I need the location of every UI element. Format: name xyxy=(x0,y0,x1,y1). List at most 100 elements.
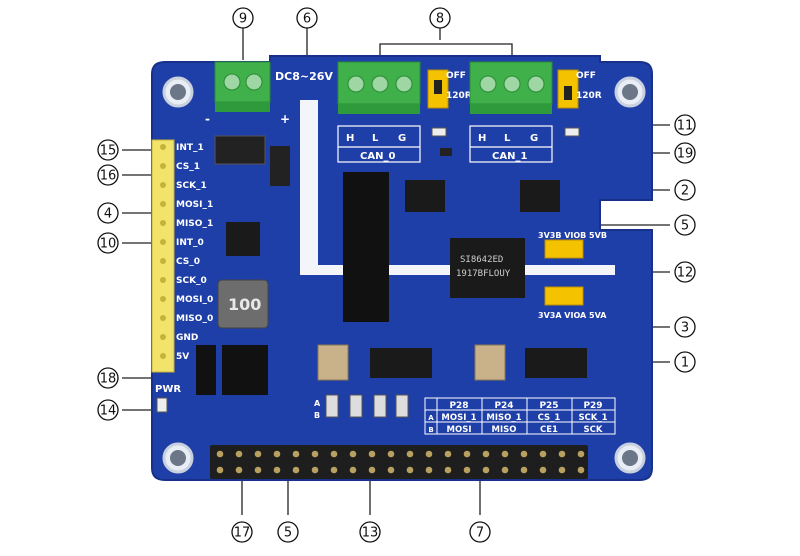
header-pin-hole xyxy=(292,466,300,474)
ab-jumpers xyxy=(325,394,409,418)
can-controller-b xyxy=(525,348,587,378)
header-pin-hole xyxy=(482,466,490,474)
callout-number: 16 xyxy=(100,169,117,184)
vio-b-jumper xyxy=(544,239,584,259)
callout-number: 17 xyxy=(234,526,251,541)
header-pin-hole xyxy=(406,450,414,458)
header-pin-hole xyxy=(577,466,585,474)
header-pin xyxy=(160,201,166,207)
header-pin-hole xyxy=(311,466,319,474)
header-pin-hole xyxy=(216,466,224,474)
header-pin-hole xyxy=(273,466,281,474)
callout-circle xyxy=(97,139,119,161)
pin-table-row-b: SCK xyxy=(584,425,603,435)
can0-pin-g: G xyxy=(398,133,406,144)
header-pin-label: INT_0 xyxy=(176,238,204,248)
header-pin-hole xyxy=(349,450,357,458)
pin-table-side-b: B xyxy=(428,426,433,434)
header-pin-hole xyxy=(501,450,509,458)
can0-terminal xyxy=(337,61,421,163)
header-pin-hole xyxy=(463,450,471,458)
power-voltage-label: DC8~26V xyxy=(275,70,333,83)
can1-terminal xyxy=(469,61,553,163)
header-pin-hole xyxy=(482,450,490,458)
header-pin-label: MOSI_0 xyxy=(176,295,213,305)
pin-table-row-b: CE1 xyxy=(540,425,558,435)
header-pin xyxy=(160,163,166,169)
header-pin-labels: INT_1CS_1SCK_1MOSI_1MISO_1INT_0CS_0SCK_0… xyxy=(160,143,213,362)
header-pin-hole xyxy=(292,450,300,458)
pin-table-header: P28 xyxy=(449,401,468,411)
header-pin-hole xyxy=(273,450,281,458)
header-pin xyxy=(160,258,166,264)
ic-16 xyxy=(270,146,290,186)
inductor xyxy=(217,279,269,329)
can0-label: CAN_0 xyxy=(360,151,395,162)
crystal-b xyxy=(474,344,506,381)
jumper-a-label: A xyxy=(314,399,321,408)
header-pin-hole xyxy=(216,450,224,458)
header-pin-hole xyxy=(425,450,433,458)
header-pin-hole xyxy=(254,466,262,474)
vio-a-label: 3V3A VIOA 5VA xyxy=(538,311,607,320)
callout-number: 18 xyxy=(100,372,117,387)
can1-pin-h: H xyxy=(478,133,486,144)
callout-circle xyxy=(97,399,119,421)
header-pin xyxy=(160,353,166,359)
can0-term-pin xyxy=(434,80,442,94)
callout-circle xyxy=(97,202,119,224)
regulator-15 xyxy=(214,135,266,165)
callout-number: 11 xyxy=(677,119,694,134)
callout-circle xyxy=(359,521,381,543)
header-pin-hole xyxy=(330,466,338,474)
header-pin-hole xyxy=(539,466,547,474)
gpio-40pin-header xyxy=(210,445,588,479)
pin-table-row-a: MOSI_1 xyxy=(441,413,476,423)
pin-table-header: P24 xyxy=(494,401,513,411)
can0-120r-label: 120R xyxy=(446,91,472,101)
header-pin-hole xyxy=(406,466,414,474)
callout-number: 3 xyxy=(681,321,689,336)
can1-off-label: OFF xyxy=(576,71,596,81)
header-pin-hole xyxy=(368,450,376,458)
callout-circle xyxy=(674,261,696,283)
can1-term-pin xyxy=(564,86,572,100)
gpio-side-header xyxy=(151,139,175,373)
callout-circle xyxy=(469,521,491,543)
header-pin-hole xyxy=(444,450,452,458)
can0-pin-h: H xyxy=(346,133,354,144)
header-pin-hole xyxy=(520,450,528,458)
pin-table-side-a: A xyxy=(428,414,434,422)
header-pin xyxy=(160,144,166,150)
callout-number: 10 xyxy=(100,237,117,252)
callout-circle xyxy=(97,367,119,389)
pwr-label: PWR xyxy=(155,384,181,395)
header-pin-hole xyxy=(501,466,509,474)
pin-table-row-a: SCK_1 xyxy=(578,413,607,423)
power-terminal xyxy=(214,61,271,112)
callout-number: 5 xyxy=(284,526,292,541)
header-pin-hole xyxy=(387,466,395,474)
can0-pin-l: L xyxy=(372,133,379,144)
callout-circle xyxy=(674,316,696,338)
callout-number: 14 xyxy=(100,404,117,419)
callout-number: 19 xyxy=(677,147,694,162)
can-controller-a xyxy=(370,348,432,378)
minus-label: - xyxy=(205,112,210,126)
callout-circle xyxy=(231,521,253,543)
header-pin xyxy=(160,334,166,340)
header-pin-label: CS_0 xyxy=(176,257,200,267)
header-pin-hole xyxy=(425,466,433,474)
callout-circle xyxy=(97,232,119,254)
plus-label: + xyxy=(280,112,290,126)
pin-table-header: P25 xyxy=(539,401,558,411)
isolated-dcdc-module xyxy=(343,172,389,322)
crystal-a xyxy=(317,344,349,381)
pin-table-row-a: MISO_1 xyxy=(486,413,521,423)
callout-number: 12 xyxy=(677,266,694,281)
header-pin-label: SCK_1 xyxy=(176,181,207,191)
callout-circle xyxy=(674,114,696,136)
can-transceiver-0 xyxy=(405,180,445,212)
